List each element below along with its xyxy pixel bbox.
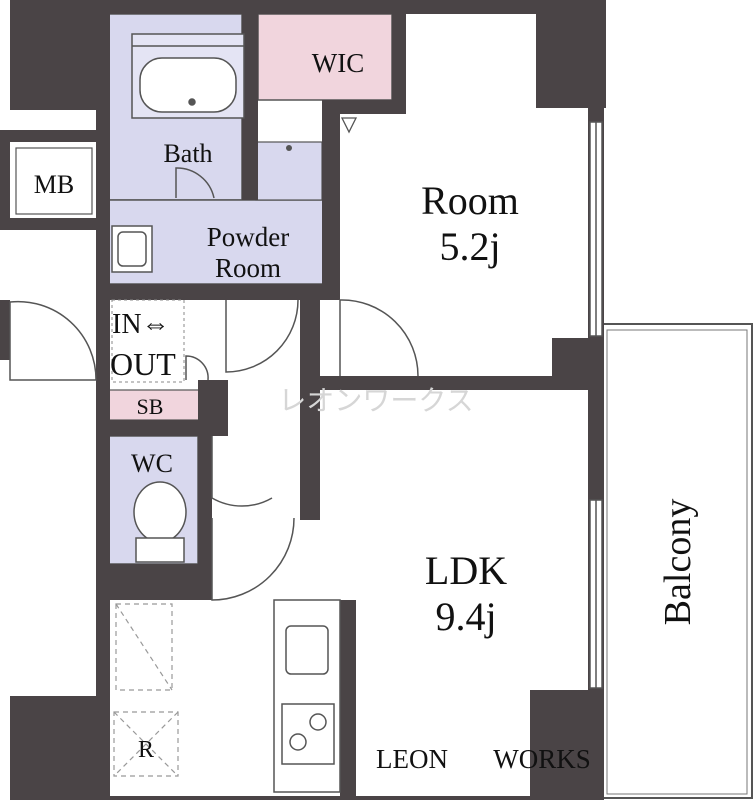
kitchen-counter [273,599,341,793]
entrance-label-line1: IN⇔ [112,309,170,340]
entrance-label-line2: OUT [110,346,176,382]
bathtub [131,33,245,119]
shoe-cabinet [111,299,185,383]
balcony-rail [606,329,748,795]
powder-room-label-line1: Powder [207,222,290,252]
kitchen-storage [115,603,173,691]
bath-label: Bath [163,139,212,168]
watermark: レオンワークス [278,384,473,417]
wc-label: WC [131,449,173,478]
sb-label: SB [137,394,164,419]
footer-left: LEON [376,744,448,774]
bath-door-swing [175,167,215,199]
powder-room-label-line2: Room [215,253,281,283]
refrigerator-space [113,711,179,777]
refrigerator-label: R [138,737,154,763]
windows [589,121,603,689]
toilet [133,481,187,563]
mb-label: MB [34,170,74,199]
wic-label: WIC [312,48,364,78]
vanity-sink [111,225,153,273]
doors [9,299,419,601]
room-size: 5.2j [439,224,500,269]
footer-right: WORKS [493,744,591,774]
wic-door-mark [340,117,358,134]
ldk-size: 9.4j [435,594,496,639]
ldk-label: LDK [425,548,507,593]
mb-box [15,147,93,215]
balcony-area [601,323,753,799]
room-label: Room [421,178,519,223]
washer-drain [286,145,292,151]
balcony-label: Balcony [657,499,699,626]
